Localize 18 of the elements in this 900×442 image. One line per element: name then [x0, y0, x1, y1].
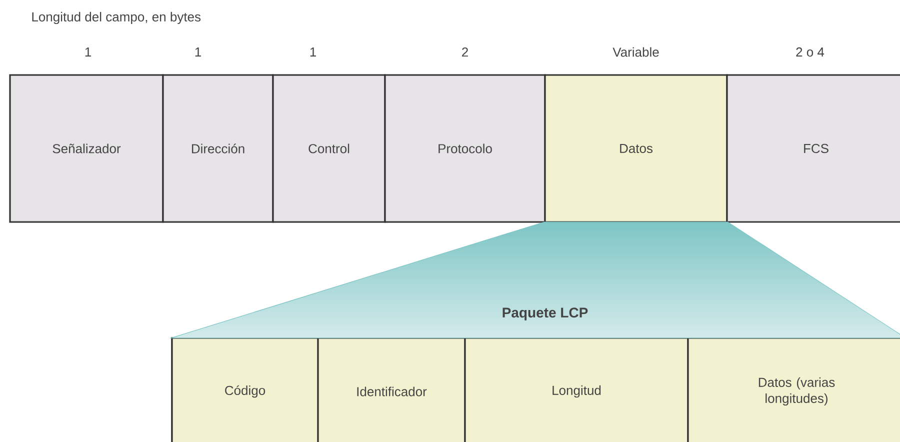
field-cell: Datos (varias longitudes) [687, 337, 900, 442]
field-cell: Dirección [162, 74, 274, 223]
field-cell: FCS [726, 74, 900, 223]
field-cell: Señalizador [9, 74, 164, 223]
field-cell: Protocolo [384, 74, 546, 223]
field-cell: Código [171, 337, 319, 442]
field-cell: Datos [544, 74, 728, 223]
byte-count: Variable [612, 47, 659, 57]
byte-count: 1 [85, 48, 91, 56]
axis-caption: Longitud del campo, en bytes [32, 12, 201, 24]
byte-count: 1 [195, 48, 201, 56]
field-cell: Identificador [317, 337, 466, 442]
byte-count: 1 [310, 48, 316, 56]
packet-heading: Paquete LCP [502, 308, 588, 320]
byte-count: 2 o 4 [796, 47, 824, 57]
field-cell: Longitud [464, 337, 689, 442]
field-cell: Control [272, 74, 386, 223]
byte-count: 2 [462, 47, 468, 57]
